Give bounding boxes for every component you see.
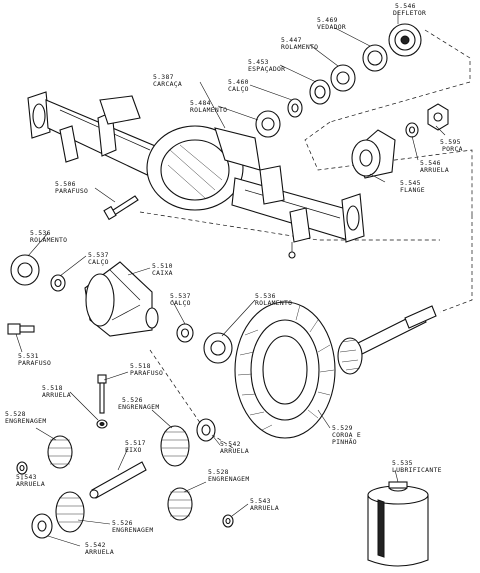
label-espacador-name: ESPAÇADOR xyxy=(248,65,285,73)
shaft-517-part xyxy=(89,461,147,499)
label-eng528a-code: 5.528 xyxy=(5,410,26,418)
washer-518-part xyxy=(96,419,108,429)
bearing-447-part xyxy=(330,64,356,92)
label-caixa-code: 5.510 xyxy=(152,262,173,270)
label-vedador-name: VEDADOR xyxy=(317,23,346,31)
label-espacador-code: 5.453 xyxy=(248,58,269,66)
washer-542a-part xyxy=(196,418,216,442)
label-eng526b-name: ENGRENAGEM xyxy=(112,526,153,534)
label-arruela542b-code: 5.542 xyxy=(85,541,106,549)
pinion-gear-528a-part xyxy=(47,435,73,469)
bearing-536a-part xyxy=(10,254,40,286)
spacer-part xyxy=(309,79,331,105)
lubricant-can-part xyxy=(367,481,429,567)
label-rol447-code: 5.447 xyxy=(281,36,302,44)
deflector-part xyxy=(388,23,422,57)
label-coroa-name2: PINHÃO xyxy=(332,437,357,446)
label-arruela518-code: 5.518 xyxy=(42,384,63,392)
label-arruela542b-name: ARRUELA xyxy=(85,548,114,556)
label-paraf518-name: PARAFUSO xyxy=(130,369,163,377)
label-paraf518-code: 5.518 xyxy=(130,362,151,370)
bearing-484-part xyxy=(255,110,281,138)
label-rol536a-code: 5.536 xyxy=(30,229,51,237)
bearing-536b-part xyxy=(203,332,233,364)
label-calco537b-name: CALÇO xyxy=(170,299,191,307)
shim-537a-part xyxy=(50,274,66,292)
label-rol484-name: ROLAMENTO xyxy=(190,106,227,114)
label-arruela543b-code: 5.543 xyxy=(250,497,271,505)
label-arruela543a-code: 5.543 xyxy=(16,473,37,481)
label-flange-name: FLANGE xyxy=(400,186,425,194)
label-arruela546-name: ARRUELA xyxy=(420,166,449,174)
label-caixa-name: CAIXA xyxy=(152,269,173,277)
label-arruela543a-name: ARRUELA xyxy=(16,480,45,488)
label-paraf506-code: 5.506 xyxy=(55,180,76,188)
label-eixo-name: EIXO xyxy=(125,446,142,454)
label-calco537a-name: CALÇO xyxy=(88,258,109,266)
shim-460-part xyxy=(287,98,303,118)
shim-537b-part xyxy=(176,323,194,343)
label-eng526b-code: 5.526 xyxy=(112,519,133,527)
label-eng528a-name: ENGRENAGEM xyxy=(5,417,46,425)
label-calco460-code: 5.460 xyxy=(228,78,249,86)
label-arruela546-code: 5.546 xyxy=(420,159,441,167)
label-eng526a-name: ENGRENAGEM xyxy=(118,403,159,411)
label-porca-name: PORCA xyxy=(442,145,463,153)
side-gear-526b-part xyxy=(55,491,85,533)
label-lubrificante-code: 5.535 xyxy=(392,459,413,467)
bolt-531-part xyxy=(7,323,35,335)
label-calco460-name: CALÇO xyxy=(228,85,249,93)
label-lubrificante-name: LUBRIFICANTE xyxy=(392,466,442,474)
washer-542b-part xyxy=(31,513,53,539)
label-defletor-name: DEFLETOR xyxy=(393,9,426,17)
washer-546-part xyxy=(405,122,419,138)
nut-part xyxy=(427,103,449,131)
leader-lines xyxy=(15,11,446,547)
label-defletor-code: 5.546 xyxy=(395,2,416,10)
part-labels: 5.546 DEFLETOR 5.469 VEDADOR 5.447 ROLAM… xyxy=(5,2,463,556)
label-calco537b-code: 5.537 xyxy=(170,292,191,300)
label-paraf531-name: PARAFUSO xyxy=(18,359,51,367)
label-arruela543b-name: ARRUELA xyxy=(250,504,279,512)
label-rol484-code: 5.484 xyxy=(190,99,211,107)
diff-case-part xyxy=(84,261,159,337)
label-arruela518-name: ARRUELA xyxy=(42,391,71,399)
label-rol536b-name: ROLAMENTO xyxy=(255,299,292,307)
bolt-506-part xyxy=(103,195,139,221)
label-eng528b-code: 5.528 xyxy=(208,468,229,476)
washer-543b-part xyxy=(222,514,234,528)
label-eng526a-code: 5.526 xyxy=(122,396,143,404)
label-vedador-code: 5.469 xyxy=(317,16,338,24)
pinion-gear-528b-part xyxy=(167,487,193,521)
label-rol447-name: ROLAMENTO xyxy=(281,43,318,51)
side-gear-526a-part xyxy=(160,425,190,467)
label-arruela542a-code: 5.542 xyxy=(220,440,241,448)
label-flange-code: 5.545 xyxy=(400,179,421,187)
label-paraf531-code: 5.531 xyxy=(18,352,39,360)
label-rol536b-code: 5.536 xyxy=(255,292,276,300)
seal-part xyxy=(362,44,388,72)
label-arruela542a-name: ARRUELA xyxy=(220,447,249,455)
label-carcaca-code: 5.387 xyxy=(153,73,174,81)
bolt-518-part xyxy=(97,374,107,414)
axle-housing xyxy=(27,91,365,259)
label-paraf506-name: PARAFUSO xyxy=(55,187,88,195)
label-coroa-code: 5.529 xyxy=(332,424,353,432)
crown-and-pinion-part xyxy=(234,301,437,439)
label-eng528b-name: ENGRENAGEM xyxy=(208,475,249,483)
flange-part xyxy=(351,129,396,179)
label-coroa-name: COROA E xyxy=(332,431,361,439)
label-eixo-code: 5.517 xyxy=(125,439,146,447)
label-rol536a-name: ROLAMENTO xyxy=(30,236,67,244)
label-carcaca-name: CARCAÇA xyxy=(153,80,182,88)
label-calco537a-code: 5.537 xyxy=(88,251,109,259)
dashed-guide-lines xyxy=(139,29,473,451)
pinion-bearing-stack xyxy=(255,23,449,179)
label-porca-code: 5.595 xyxy=(440,138,461,146)
